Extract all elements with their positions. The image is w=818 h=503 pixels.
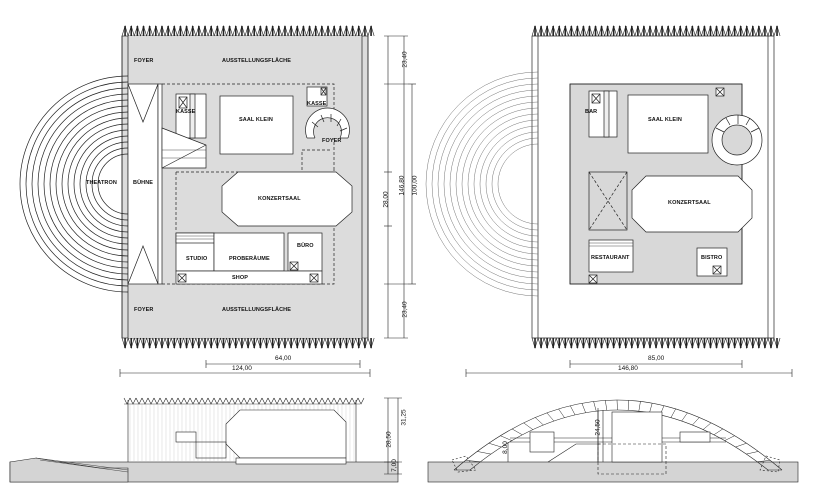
label-shop: SHOP [232, 275, 248, 281]
label-konzertsaal-right: KONZERTSAAL [668, 200, 711, 206]
label-studio: STUDIO [186, 256, 208, 262]
label-kasse-right: KASSE [307, 101, 327, 107]
dim-right-depth: 100,00 [411, 175, 419, 196]
left-zigzag-bottom [121, 337, 375, 350]
right-floor-plan [425, 24, 781, 350]
dim-left-middle: 146,80 [398, 175, 406, 196]
shop-room [175, 270, 323, 285]
right-vertical-dimension [408, 83, 416, 285]
label-foyer-mid: FOYER [322, 138, 342, 144]
label-theatron: THEATRON [86, 180, 117, 186]
right-zigzag-bottom [531, 337, 781, 350]
dim-left-width-inner: 64,00 [275, 355, 292, 362]
dim-left-bottom: 23,40 [401, 301, 409, 318]
label-buero: BÜRO [297, 243, 314, 249]
right-spiral-stair [711, 114, 763, 166]
left-section-dims [384, 397, 402, 475]
left-horizontal-dimensions [119, 360, 371, 377]
label-buehne: BÜHNE [133, 180, 154, 186]
dim-section-left-a: 31,25 [400, 409, 408, 426]
saal-klein-right [627, 94, 709, 154]
label-ausstellung-bottom: AUSSTELLUNGSFLÄCHE [222, 307, 292, 313]
label-bar: BAR [585, 109, 598, 115]
right-section-dims [507, 408, 599, 462]
dim-left-inner: 28,00 [382, 191, 390, 208]
konzertsaal-right [631, 175, 753, 233]
dim-left-top: 23,40 [401, 51, 409, 68]
label-foyer-bottom: FOYER [134, 307, 154, 313]
label-proberaeume: PROBERÄUME [229, 256, 270, 262]
saal-klein-left [219, 95, 294, 155]
foyer-spiral-stair [301, 107, 350, 170]
theatron-arcs [19, 75, 128, 293]
label-ausstellung-top: AUSSTELLUNGSFLÄCHE [222, 58, 292, 64]
dim-section-right-b: 8,00 [501, 441, 509, 454]
label-kasse-left: KASSE [176, 109, 196, 115]
dim-left-width-total: 124,00 [232, 365, 252, 372]
right-arcs [425, 71, 538, 297]
left-floor-plan [19, 24, 375, 350]
dim-section-left-c: 7,00 [390, 459, 398, 472]
right-zigzag-top [531, 24, 781, 37]
proberaeume-room [213, 232, 285, 272]
right-section [427, 399, 799, 483]
konzertsaal-left [221, 171, 353, 227]
dim-right-width-inner: 85,00 [648, 355, 665, 362]
label-saal-klein-right: SAAL KLEIN [648, 117, 682, 123]
left-zigzag-top [121, 24, 375, 37]
dim-right-width-total: 146,80 [618, 365, 638, 372]
dim-section-right-a: 24,50 [594, 419, 602, 436]
label-saal-klein-left: SAAL KLEIN [239, 117, 273, 123]
label-foyer-top: FOYER [134, 58, 154, 64]
bistro-room [696, 247, 728, 277]
left-section [9, 397, 399, 483]
restaurant-room [588, 239, 634, 273]
label-konzertsaal-left: KONZERTSAAL [258, 196, 301, 202]
label-bistro: BISTRO [701, 255, 723, 261]
dim-section-left-b: 28,50 [385, 431, 393, 448]
label-restaurant: RESTAURANT [591, 255, 630, 261]
right-horizontal-dimensions [465, 360, 793, 377]
left-vertical-dimension [384, 35, 408, 339]
buehne-block [127, 83, 159, 285]
